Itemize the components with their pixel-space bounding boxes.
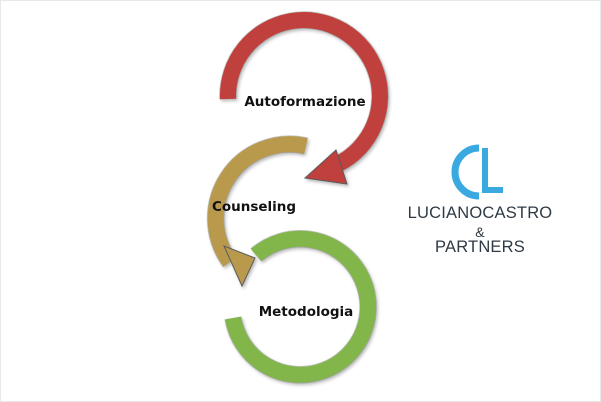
metodologia-ring <box>225 230 376 383</box>
logo-ampersand-text: & <box>475 224 485 240</box>
autoformazione-ring <box>219 12 388 172</box>
cl-monogram-icon <box>451 144 503 200</box>
logo-name-text: LUCIANOCASTRO <box>407 204 553 222</box>
metodologia-label: Metodologia <box>259 304 354 320</box>
autoformazione-label: Autoformazione <box>244 94 365 110</box>
logo-partners-text: PARTNERS <box>435 238 525 256</box>
metodologia-arrow <box>224 230 377 384</box>
counseling-ring <box>207 136 308 267</box>
counseling-label: Counseling <box>212 199 296 215</box>
counseling-arrow <box>206 135 308 288</box>
counseling-arrowhead <box>223 245 256 288</box>
autoformazione-arrow <box>219 11 389 185</box>
autoformazione-arrowhead <box>303 149 348 185</box>
